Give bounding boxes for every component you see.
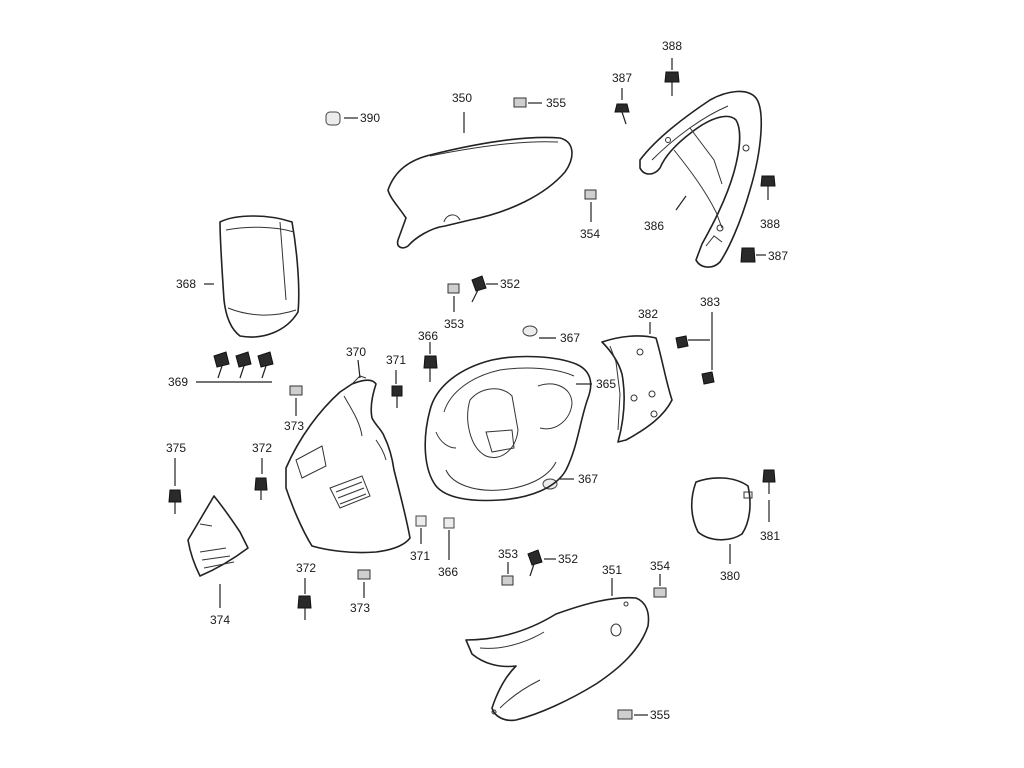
label-368: 368 xyxy=(176,277,196,291)
label-372-bottom: 372 xyxy=(296,561,316,575)
part-353-clip-mid xyxy=(447,283,460,312)
label-374: 374 xyxy=(210,613,230,627)
part-373-clip-top xyxy=(289,385,303,416)
label-371-bottom: 371 xyxy=(410,549,430,563)
part-371-screw-bottom xyxy=(415,515,427,544)
part-386-rear-carrier xyxy=(639,90,763,268)
label-355-bottom: 355 xyxy=(650,708,670,722)
label-369: 369 xyxy=(168,375,188,389)
part-388-bolt-top xyxy=(664,58,680,96)
label-365: 365 xyxy=(596,377,616,391)
label-354-top: 354 xyxy=(580,227,600,241)
part-387-bolt-top xyxy=(614,88,630,125)
label-387-right: 387 xyxy=(768,249,788,263)
label-388-right: 388 xyxy=(760,217,780,231)
part-354-clip-bottom xyxy=(653,574,667,598)
label-355-top: 355 xyxy=(546,96,566,110)
label-351: 351 xyxy=(602,563,622,577)
part-381-screw xyxy=(762,469,776,522)
part-353-clip-bottom xyxy=(501,562,514,586)
part-372-screw-top xyxy=(254,458,268,500)
part-367-nut-bottom xyxy=(542,478,574,490)
part-354-clip-top xyxy=(584,189,597,222)
part-370-front-cover xyxy=(285,359,411,554)
part-355-clip-bottom xyxy=(617,709,648,720)
part-374-panel xyxy=(187,495,249,608)
part-368-cover xyxy=(204,215,300,338)
label-352-top: 352 xyxy=(500,277,520,291)
part-387-bolt-right xyxy=(740,247,766,263)
part-372-screw-bottom xyxy=(297,578,312,620)
part-375-screw xyxy=(168,458,182,514)
label-366-top: 366 xyxy=(418,329,438,343)
part-380-cap xyxy=(690,477,753,564)
label-375: 375 xyxy=(166,441,186,455)
part-352-screw-bottom xyxy=(527,549,556,577)
part-383-bolts xyxy=(675,312,715,385)
label-370: 370 xyxy=(346,345,366,359)
label-367-top: 367 xyxy=(560,331,580,345)
label-388-top: 388 xyxy=(662,39,682,53)
part-388-bolt-right xyxy=(760,175,776,200)
label-383: 383 xyxy=(700,295,720,309)
part-390-bumper xyxy=(325,111,358,126)
label-353-top: 353 xyxy=(444,317,464,331)
label-354-bottom: 354 xyxy=(650,559,670,573)
part-366-screw-bottom xyxy=(443,517,455,560)
label-366-bottom: 366 xyxy=(438,565,458,579)
label-373-top: 373 xyxy=(284,419,304,433)
label-373-bottom: 373 xyxy=(350,601,370,615)
part-350-seat xyxy=(387,112,573,249)
label-381: 381 xyxy=(760,529,780,543)
label-386: 386 xyxy=(644,219,664,233)
label-350: 350 xyxy=(452,91,472,105)
part-355-clip-top xyxy=(513,97,542,108)
part-382-rear-panel xyxy=(601,322,673,443)
part-373-clip-bottom xyxy=(357,569,371,598)
part-371-screw-top xyxy=(391,370,403,408)
label-353-bottom: 353 xyxy=(498,547,518,561)
part-366-screw-top xyxy=(423,342,438,382)
part-365-body-frame xyxy=(424,355,592,502)
label-352-bottom: 352 xyxy=(558,552,578,566)
part-367-nut-top xyxy=(522,325,556,339)
part-369-screws xyxy=(196,351,274,383)
label-371-top: 371 xyxy=(386,353,406,367)
part-number-labels: 350 355 390 387 388 386 388 387 354 368 … xyxy=(166,39,788,722)
label-387-top: 387 xyxy=(612,71,632,85)
label-367-bottom: 367 xyxy=(578,472,598,486)
label-372-top: 372 xyxy=(252,441,272,455)
part-351-side-cover xyxy=(465,578,650,722)
part-352-screw-mid xyxy=(471,275,498,303)
label-390: 390 xyxy=(360,111,380,125)
label-380: 380 xyxy=(720,569,740,583)
label-382: 382 xyxy=(638,307,658,321)
